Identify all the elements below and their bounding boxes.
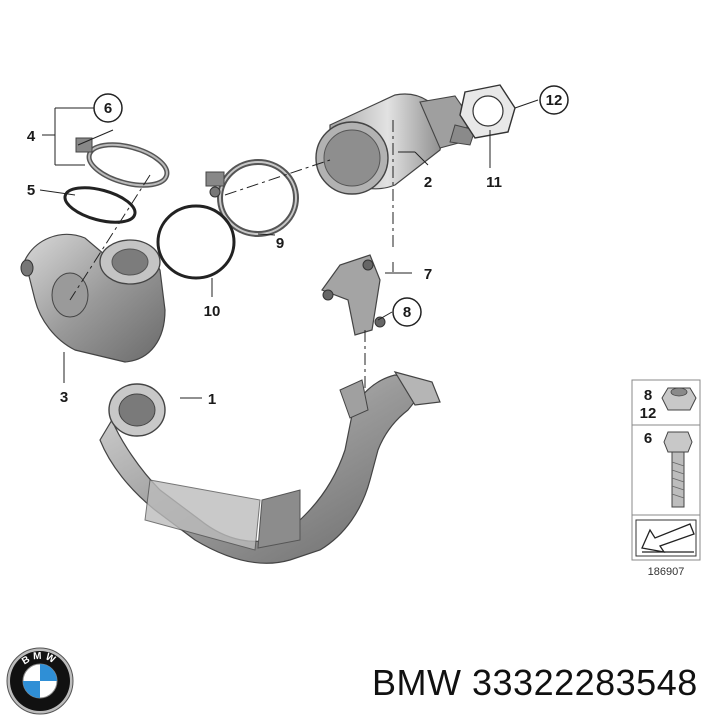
part-3-turbo-elbow xyxy=(20,233,166,363)
callout-8: 8 xyxy=(403,304,411,321)
part-1-downpipe xyxy=(99,371,441,564)
callout-11: 11 xyxy=(486,174,502,191)
callout-circles xyxy=(93,85,569,327)
callout-4: 4 xyxy=(27,128,36,145)
part-9-vband-clamp xyxy=(205,159,299,237)
part-number: 33322283548 xyxy=(472,662,698,703)
callout-5: 5 xyxy=(27,182,35,199)
callout-9: 9 xyxy=(276,235,284,252)
callout-3: 3 xyxy=(60,389,68,406)
bmw-logo-lettering: BMW xyxy=(20,651,57,668)
callout-10: 10 xyxy=(204,303,221,320)
legend-number-8: 8 xyxy=(644,387,652,404)
leader-lines xyxy=(39,99,539,399)
callout-2: 2 xyxy=(424,174,432,191)
svg-text:BMW: BMW xyxy=(20,651,60,668)
bolt-icon xyxy=(663,431,693,508)
part-10-o-ring xyxy=(156,204,236,280)
part-7-bracket xyxy=(321,254,386,336)
callout-6: 6 xyxy=(104,100,112,117)
bmw-logo: BMW xyxy=(6,647,74,715)
direction-arrow-icon xyxy=(635,519,697,557)
diagram-reference-code: 186907 xyxy=(648,566,685,578)
part-11-gasket xyxy=(459,84,516,139)
part-2-catalyst xyxy=(315,93,476,195)
part-4-clamp xyxy=(75,137,170,188)
callout-7: 7 xyxy=(424,266,432,283)
nut-icon xyxy=(661,387,697,411)
callout-12: 12 xyxy=(546,92,563,109)
brand-name: BMW xyxy=(372,662,462,703)
callout-1: 1 xyxy=(208,391,216,408)
fastener-legend: 8 12 6 xyxy=(631,379,701,561)
legend-number-12: 12 xyxy=(640,405,657,422)
brand-part-number: BMW 33322283548 xyxy=(372,662,698,704)
legend-number-6: 6 xyxy=(644,430,652,447)
part-5-seal-ring xyxy=(63,186,137,224)
